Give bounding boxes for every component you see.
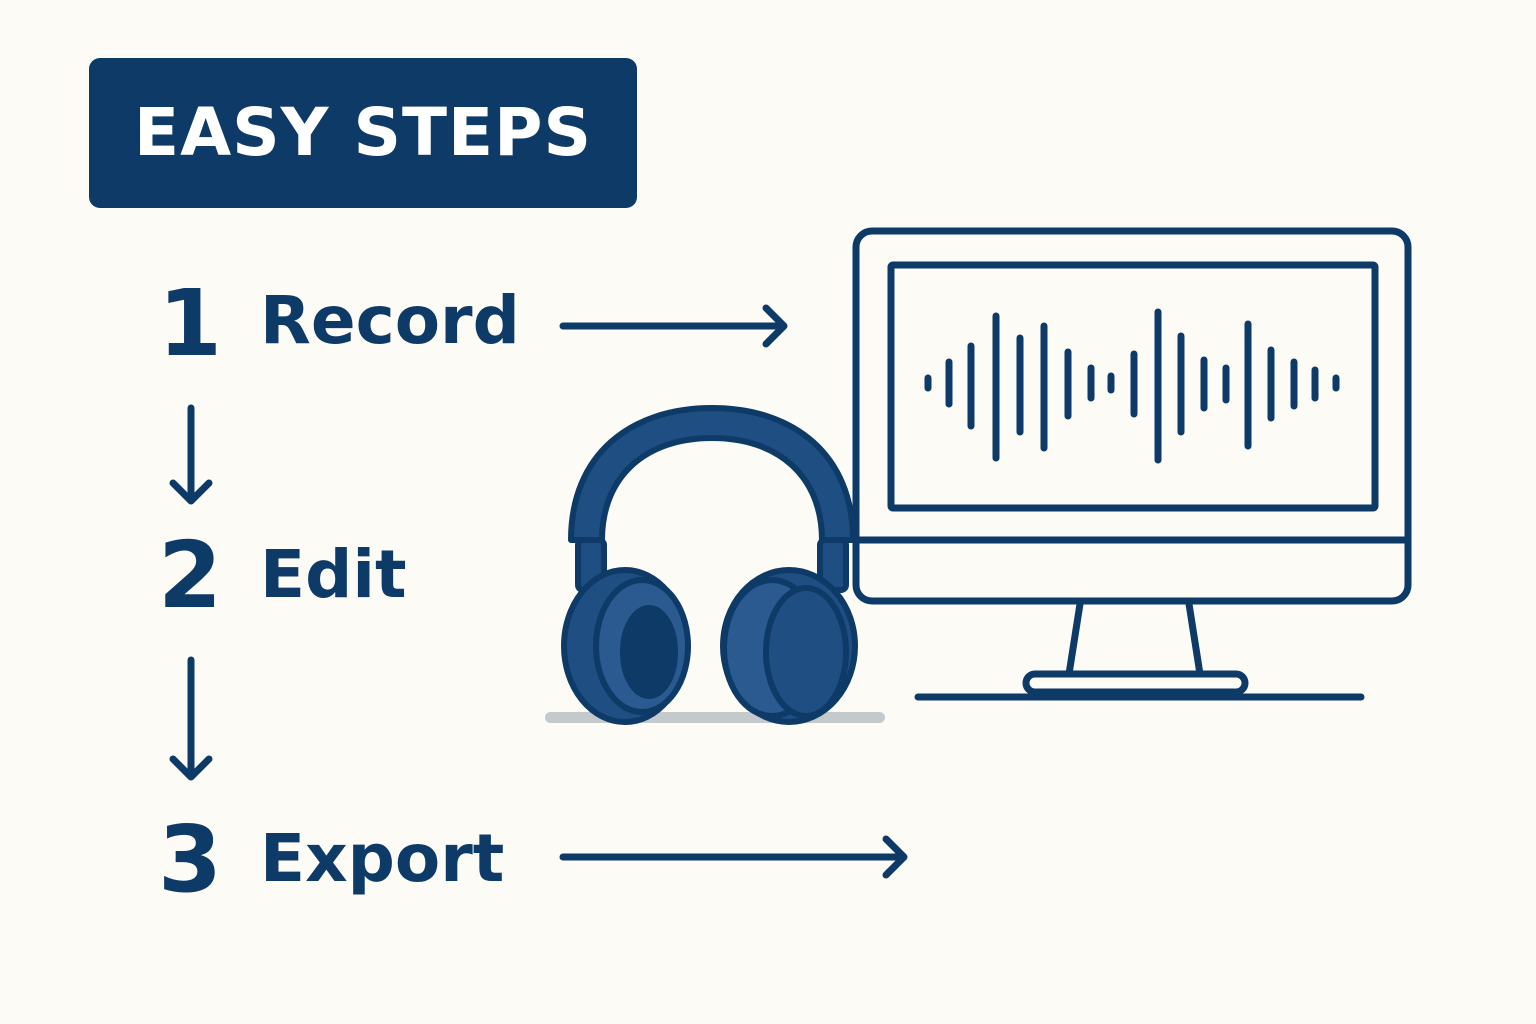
arrow-down-icon [169, 404, 213, 505]
arrow-down-icon [169, 656, 213, 781]
monitor-icon [852, 227, 1412, 701]
step-2-label: Edit [260, 536, 407, 613]
step-1-label: Record [260, 282, 520, 359]
step-3-label: Export [260, 820, 505, 897]
waveform-icon [924, 308, 1340, 464]
headphones-icon [545, 405, 885, 725]
step-3-number: 3 [158, 806, 223, 913]
arrow-record-to-monitor-icon [559, 304, 788, 348]
arrow-export-icon [559, 835, 908, 879]
title-text: EASY STEPS [133, 94, 592, 171]
step-2-number: 2 [158, 522, 223, 629]
step-1-number: 1 [158, 270, 223, 377]
title-banner: EASY STEPS [89, 58, 637, 208]
